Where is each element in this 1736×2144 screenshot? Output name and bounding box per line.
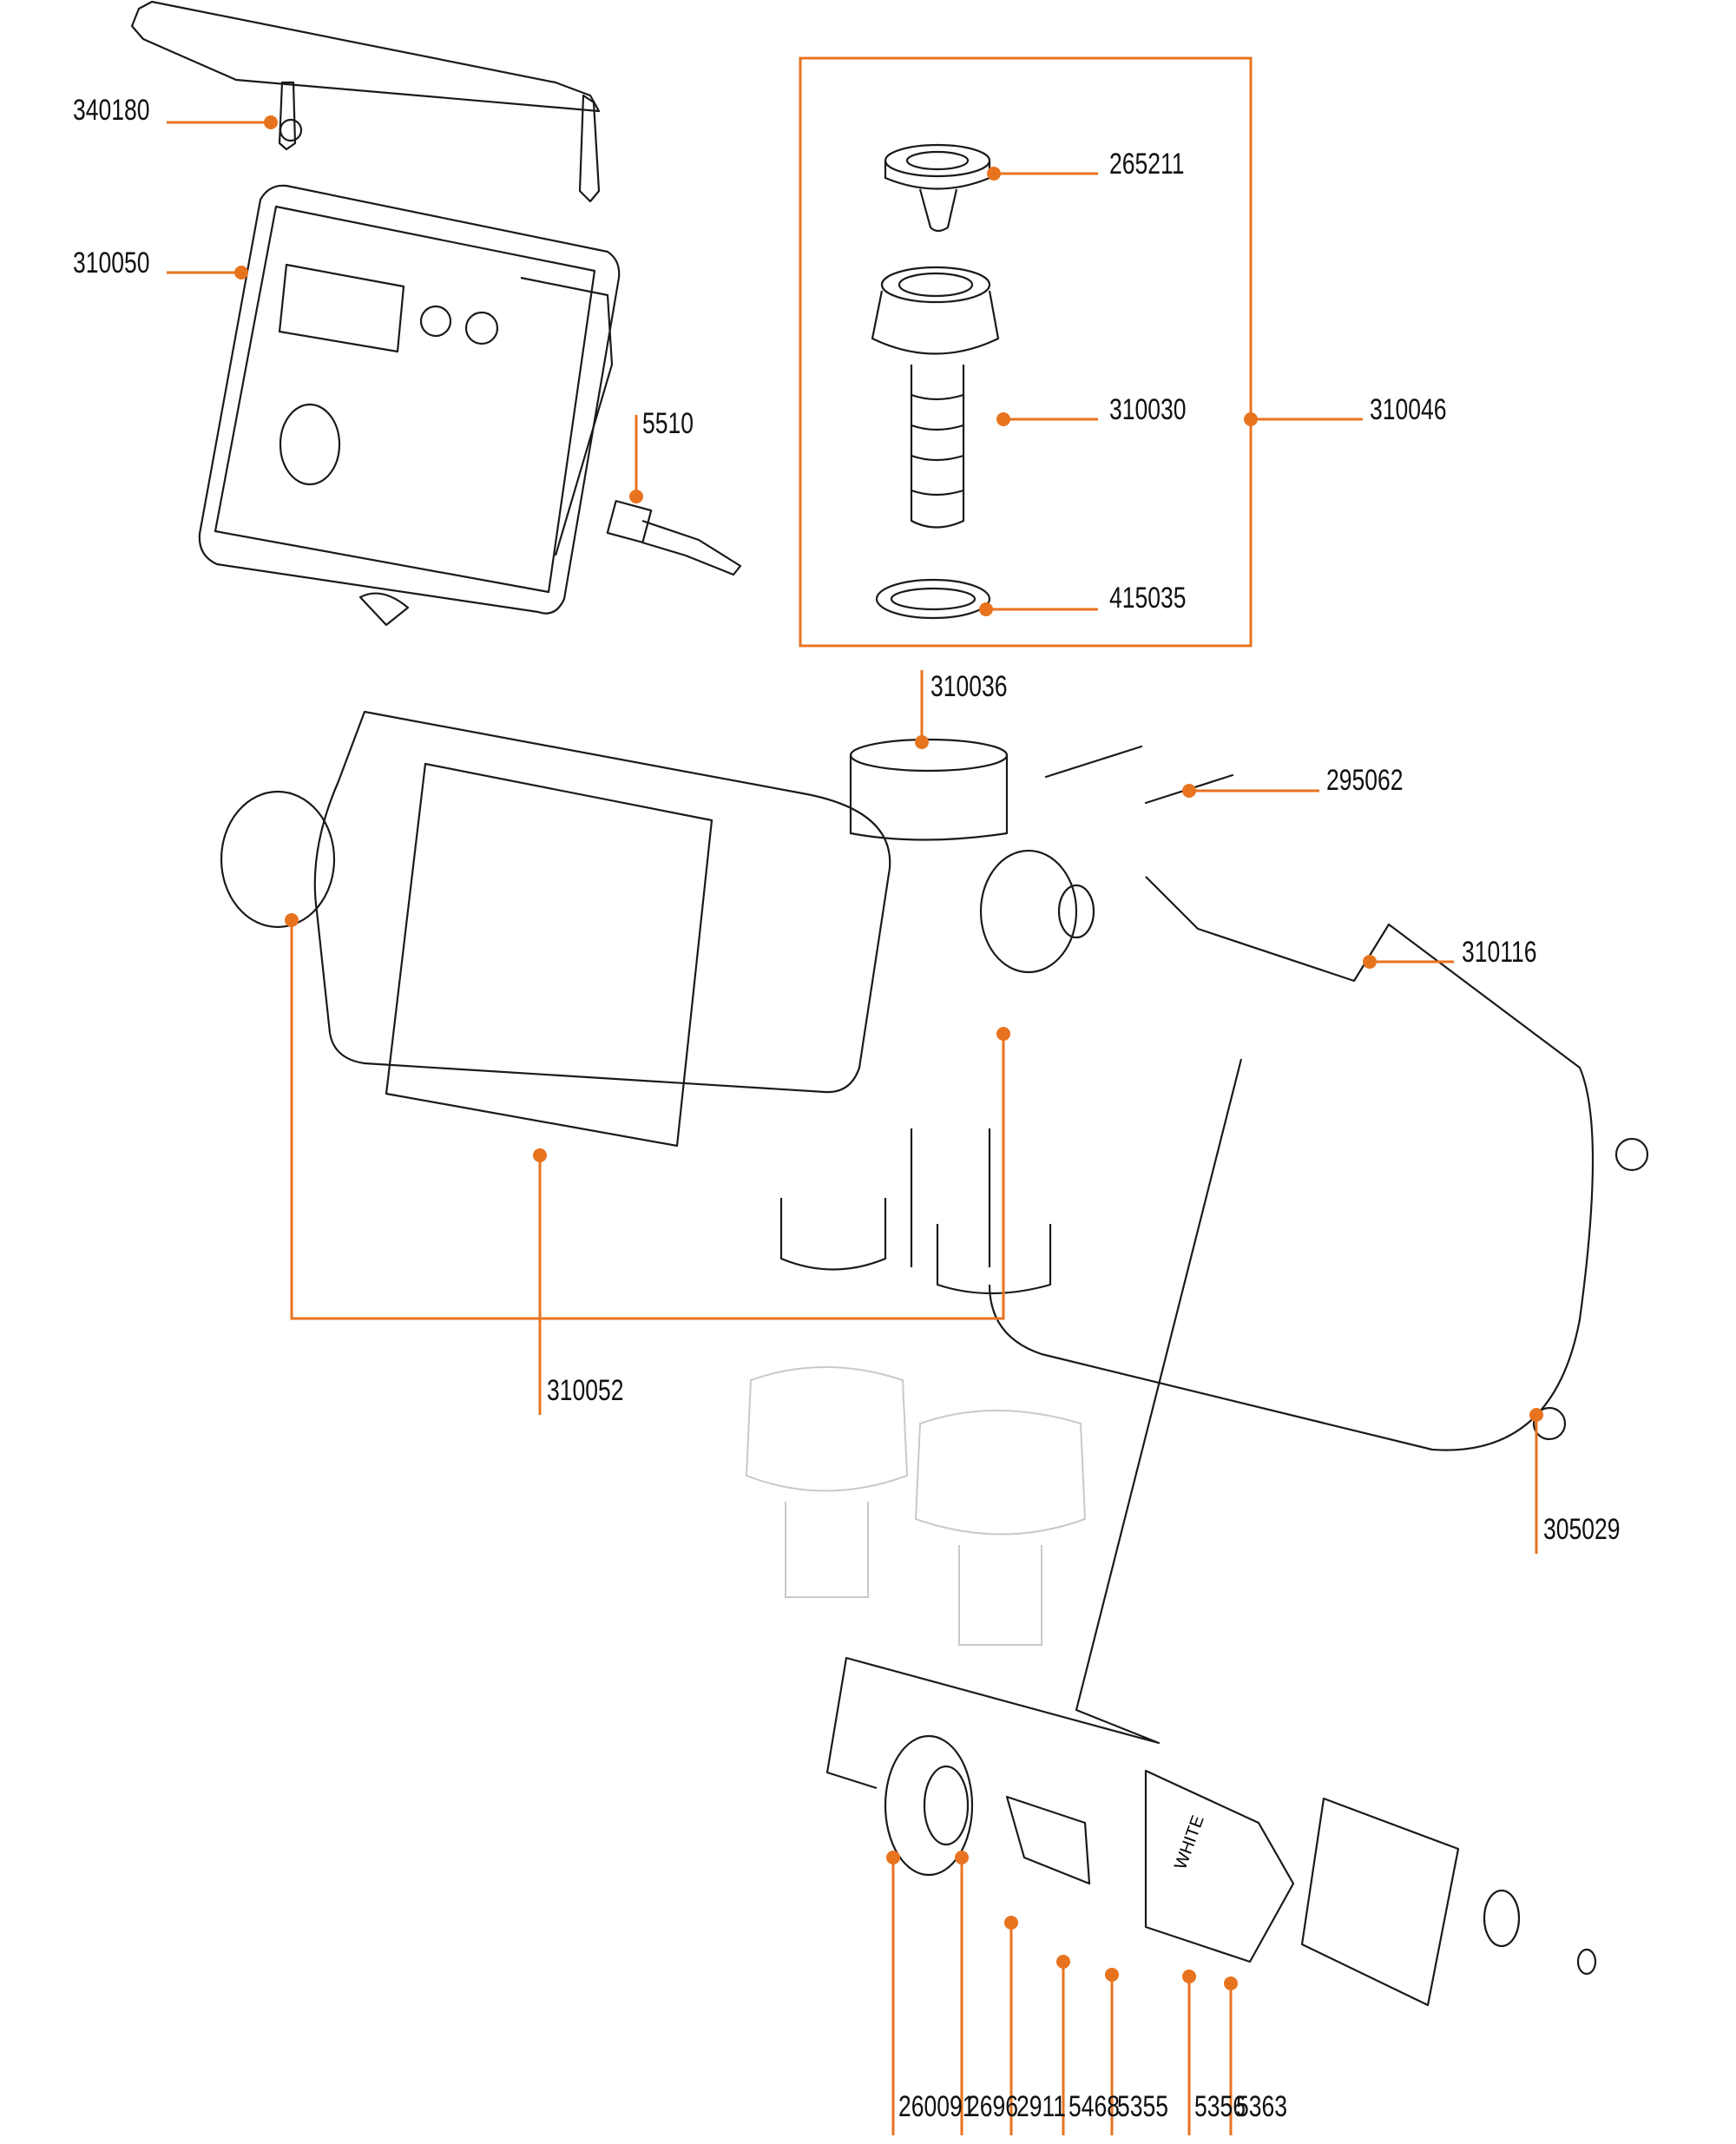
part-label-340180[interactable]: 340180 <box>73 94 150 127</box>
part-label-5363[interactable]: 5363 <box>1236 2090 1287 2123</box>
valve-insert-part <box>884 143 991 233</box>
o-ring-part <box>875 578 991 620</box>
part-label-310050[interactable]: 310050 <box>73 247 150 280</box>
part-label-310052[interactable]: 310052 <box>547 1374 624 1407</box>
kit-group-frame <box>799 56 1253 648</box>
part-label-2696[interactable]: 2696 <box>967 2090 1018 2123</box>
part-label-295062[interactable]: 295062 <box>1326 764 1404 797</box>
part-label-305029[interactable]: 305029 <box>1543 1513 1621 1546</box>
connector-part <box>606 500 742 576</box>
part-label-5356[interactable]: 5356 <box>1194 2090 1246 2123</box>
part-label-310030[interactable]: 310030 <box>1109 393 1187 426</box>
part-label-2911[interactable]: 2911 <box>1016 2090 1067 2123</box>
part-label-310116[interactable]: 310116 <box>1462 936 1537 969</box>
part-label-310036[interactable]: 310036 <box>930 670 1008 703</box>
controller-housing-part <box>198 184 621 627</box>
part-label-415035[interactable]: 415035 <box>1109 582 1187 615</box>
part-label-310046[interactable]: 310046 <box>1370 393 1447 426</box>
part-label-260091[interactable]: 260091 <box>898 2090 976 2123</box>
optional-hose-connectors <box>745 1366 1087 1646</box>
leader-lines <box>167 115 1543 2135</box>
hose-connector-part <box>871 266 1000 529</box>
lid-part <box>130 0 601 203</box>
part-label-5468[interactable]: 5468 <box>1069 2090 1120 2123</box>
screw-305029-part <box>1532 1406 1567 1441</box>
solenoid-assembly: WHITE <box>884 1734 1597 2007</box>
valve-body-part <box>220 710 1595 1451</box>
pins-part <box>1044 745 1234 805</box>
part-label-265211[interactable]: 265211 <box>1109 148 1185 181</box>
screw-part <box>1614 1137 1649 1172</box>
solenoid-marking: WHITE <box>1171 1813 1208 1872</box>
part-label-5355[interactable]: 5355 <box>1117 2090 1168 2123</box>
part-label-5510[interactable]: 5510 <box>642 407 694 440</box>
